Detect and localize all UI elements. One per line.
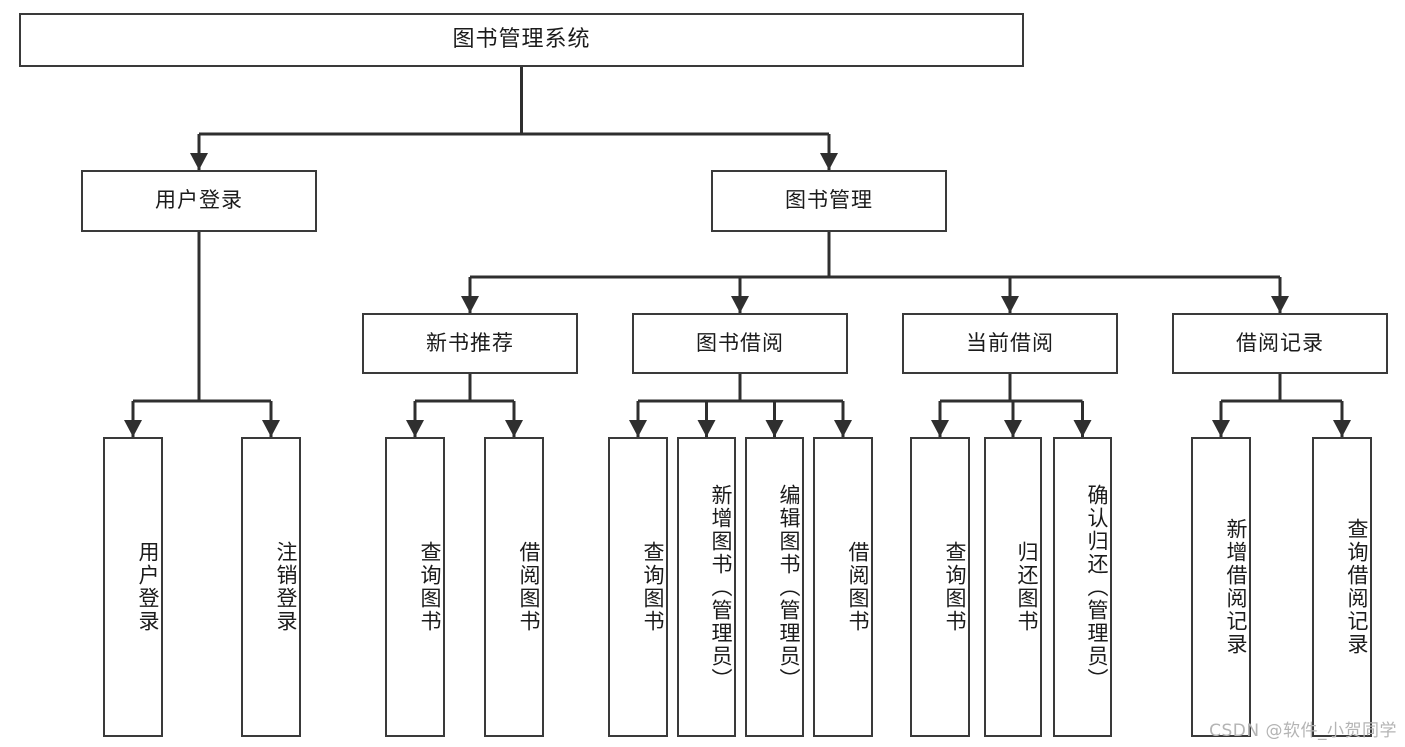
node-root[interactable]: 图书管理系统 (19, 13, 1024, 67)
node-book-borrow-label: 图书借阅 (696, 330, 784, 355)
node-user-login-label: 用户登录 (155, 188, 243, 213)
node-leaf-edit-book[interactable]: 编辑图书（管理员） (745, 437, 804, 737)
node-new-book-recommend[interactable]: 新书推荐 (362, 313, 578, 374)
node-leaf-logout[interactable]: 注销登录 (241, 437, 301, 737)
node-leaf-return-book[interactable]: 归还图书 (984, 437, 1042, 737)
node-leaf-query-record[interactable]: 查询借阅记录 (1312, 437, 1372, 737)
node-leaf-edit-book-label: 编辑图书（管理员） (777, 483, 801, 691)
node-leaf-confirm-return-label: 确认归还（管理员） (1085, 483, 1109, 691)
node-leaf-add-book[interactable]: 新增图书（管理员） (677, 437, 736, 737)
node-current-borrow[interactable]: 当前借阅 (902, 313, 1118, 374)
node-borrow-record[interactable]: 借阅记录 (1172, 313, 1388, 374)
node-leaf-user-login-label: 用户登录 (136, 541, 160, 633)
node-leaf-query-book-2[interactable]: 查询图书 (608, 437, 668, 737)
node-leaf-query-book-3-label: 查询图书 (943, 541, 967, 633)
node-new-book-recommend-label: 新书推荐 (426, 330, 514, 355)
node-leaf-query-book-2-label: 查询图书 (641, 541, 665, 633)
node-book-manage-label: 图书管理 (785, 188, 873, 213)
node-leaf-borrow-book-2-label: 借阅图书 (846, 541, 870, 633)
node-leaf-return-book-label: 归还图书 (1015, 541, 1039, 633)
node-leaf-logout-label: 注销登录 (274, 541, 298, 633)
node-leaf-add-book-label: 新增图书（管理员） (709, 483, 733, 691)
node-root-label: 图书管理系统 (452, 26, 591, 52)
node-leaf-query-book-1[interactable]: 查询图书 (385, 437, 445, 737)
node-leaf-confirm-return[interactable]: 确认归还（管理员） (1053, 437, 1112, 737)
node-leaf-borrow-book-1[interactable]: 借阅图书 (484, 437, 544, 737)
node-leaf-add-record-label: 新增借阅记录 (1224, 518, 1248, 656)
node-leaf-borrow-book-1-label: 借阅图书 (517, 541, 541, 633)
node-book-borrow[interactable]: 图书借阅 (632, 313, 848, 374)
node-leaf-add-record[interactable]: 新增借阅记录 (1191, 437, 1251, 737)
node-leaf-user-login[interactable]: 用户登录 (103, 437, 163, 737)
node-leaf-query-book-3[interactable]: 查询图书 (910, 437, 970, 737)
node-book-manage[interactable]: 图书管理 (711, 170, 947, 232)
node-leaf-query-record-label: 查询借阅记录 (1345, 518, 1369, 656)
node-leaf-query-book-1-label: 查询图书 (418, 541, 442, 633)
node-leaf-borrow-book-2[interactable]: 借阅图书 (813, 437, 873, 737)
node-borrow-record-label: 借阅记录 (1236, 330, 1324, 355)
node-user-login[interactable]: 用户登录 (81, 170, 317, 232)
node-current-borrow-label: 当前借阅 (966, 330, 1054, 355)
